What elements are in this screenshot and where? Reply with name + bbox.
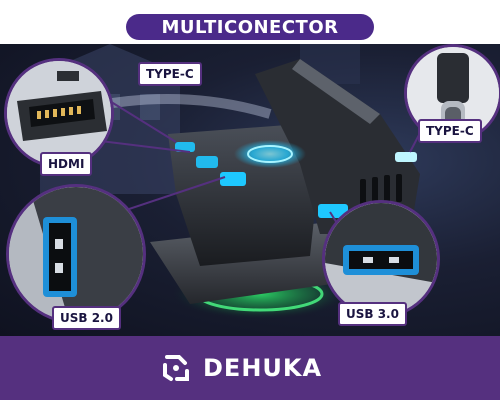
blue-glow-ring bbox=[234, 140, 306, 168]
usb-2-detail-circle bbox=[6, 184, 146, 324]
hdmi-detail-circle bbox=[4, 58, 114, 168]
banner-title: MULTICONECTOR bbox=[161, 16, 339, 38]
vent-slots bbox=[360, 174, 402, 207]
dock-stand bbox=[255, 59, 420, 234]
usb-3-detail-circle bbox=[322, 200, 440, 318]
label-usb-3: USB 3.0 bbox=[338, 302, 407, 326]
dehuka-logo-icon bbox=[163, 355, 189, 381]
label-usb-2: USB 2.0 bbox=[52, 306, 121, 330]
product-scene: TYPE-C TYPE-C HDMI USB 2.0 USB 3.0 bbox=[0, 44, 500, 336]
label-type-c-top: TYPE-C bbox=[138, 62, 202, 86]
label-hdmi: HDMI bbox=[40, 152, 93, 176]
title-band: MULTICONECTOR bbox=[0, 0, 500, 44]
brand-band bbox=[0, 336, 500, 400]
usb-3-port-icon bbox=[325, 203, 437, 315]
title-pill: MULTICONECTOR bbox=[126, 14, 374, 40]
port-glows bbox=[175, 142, 417, 218]
usb-2-port-icon bbox=[9, 187, 143, 321]
brand-block: DEHUKA bbox=[157, 348, 322, 388]
label-type-c-right: TYPE-C bbox=[418, 119, 482, 143]
brand-name: DEHUKA bbox=[203, 354, 323, 382]
hdmi-port-icon bbox=[7, 61, 111, 165]
